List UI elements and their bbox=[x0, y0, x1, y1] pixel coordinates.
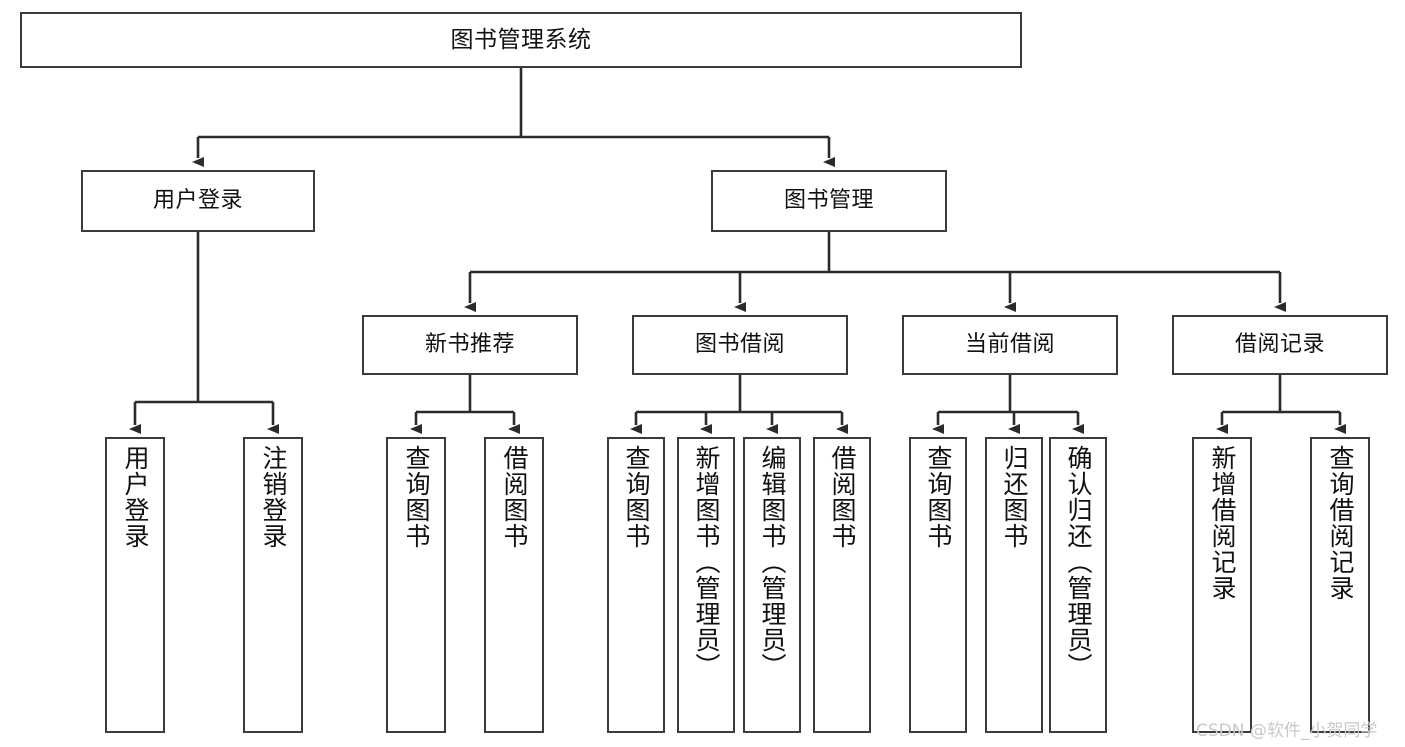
leaf-leaf-add-book[interactable]: 新增图书（管理员） bbox=[677, 437, 735, 733]
node-label: 编辑图书（管理员） bbox=[758, 445, 787, 679]
node-label: 借阅图书 bbox=[828, 445, 857, 549]
leaf-leaf-edit-book[interactable]: 编辑图书（管理员） bbox=[743, 437, 801, 733]
node-label: 查询图书 bbox=[924, 445, 953, 549]
leaf-leaf-user-login[interactable]: 用户登录 bbox=[105, 437, 165, 733]
node-label: 图书借阅 bbox=[694, 332, 785, 358]
leaf-leaf-return-book[interactable]: 归还图书 bbox=[985, 437, 1043, 733]
node-label: 新增借阅记录 bbox=[1208, 445, 1237, 601]
node-label: 图书管理 bbox=[783, 188, 874, 214]
node-label: 查询图书 bbox=[622, 445, 651, 549]
node-label: 查询图书 bbox=[402, 445, 431, 549]
node-label: 新增图书（管理员） bbox=[692, 445, 721, 679]
leaf-leaf-borrow-book-bor[interactable]: 借阅图书 bbox=[813, 437, 871, 733]
node-book-manage[interactable]: 图书管理 bbox=[711, 170, 947, 232]
node-label: 图书管理系统 bbox=[450, 26, 592, 53]
node-label: 确认归还（管理员） bbox=[1064, 445, 1093, 679]
leaf-leaf-confirm-return[interactable]: 确认归还（管理员） bbox=[1049, 437, 1107, 733]
node-user-login[interactable]: 用户登录 bbox=[81, 170, 315, 232]
leaf-leaf-query-book-rec[interactable]: 查询图书 bbox=[386, 437, 446, 733]
node-book-borrow[interactable]: 图书借阅 bbox=[632, 315, 848, 375]
leaf-leaf-logout[interactable]: 注销登录 bbox=[243, 437, 303, 733]
leaf-leaf-borrow-book-rec[interactable]: 借阅图书 bbox=[484, 437, 544, 733]
leaf-leaf-query-book-cur[interactable]: 查询图书 bbox=[909, 437, 967, 733]
node-label: 注销登录 bbox=[259, 445, 288, 549]
node-root[interactable]: 图书管理系统 bbox=[20, 12, 1022, 68]
node-label: 借阅图书 bbox=[500, 445, 529, 549]
leaf-leaf-add-record[interactable]: 新增借阅记录 bbox=[1192, 437, 1252, 733]
csdn-watermark: CSDN @软件_小贺同学 bbox=[1196, 721, 1378, 741]
node-label: 用户登录 bbox=[152, 188, 243, 214]
node-borrow-record[interactable]: 借阅记录 bbox=[1172, 315, 1388, 375]
leaf-leaf-query-record[interactable]: 查询借阅记录 bbox=[1310, 437, 1370, 733]
node-label: 归还图书 bbox=[1000, 445, 1029, 549]
node-new-book-rec[interactable]: 新书推荐 bbox=[362, 315, 578, 375]
node-label: 当前借阅 bbox=[964, 332, 1055, 358]
node-label: 新书推荐 bbox=[424, 332, 515, 358]
node-label: 查询借阅记录 bbox=[1326, 445, 1355, 601]
node-current-borrow[interactable]: 当前借阅 bbox=[902, 315, 1118, 375]
node-label: 借阅记录 bbox=[1234, 332, 1325, 358]
node-label: 用户登录 bbox=[121, 445, 150, 549]
leaf-leaf-query-book-bor[interactable]: 查询图书 bbox=[607, 437, 665, 733]
